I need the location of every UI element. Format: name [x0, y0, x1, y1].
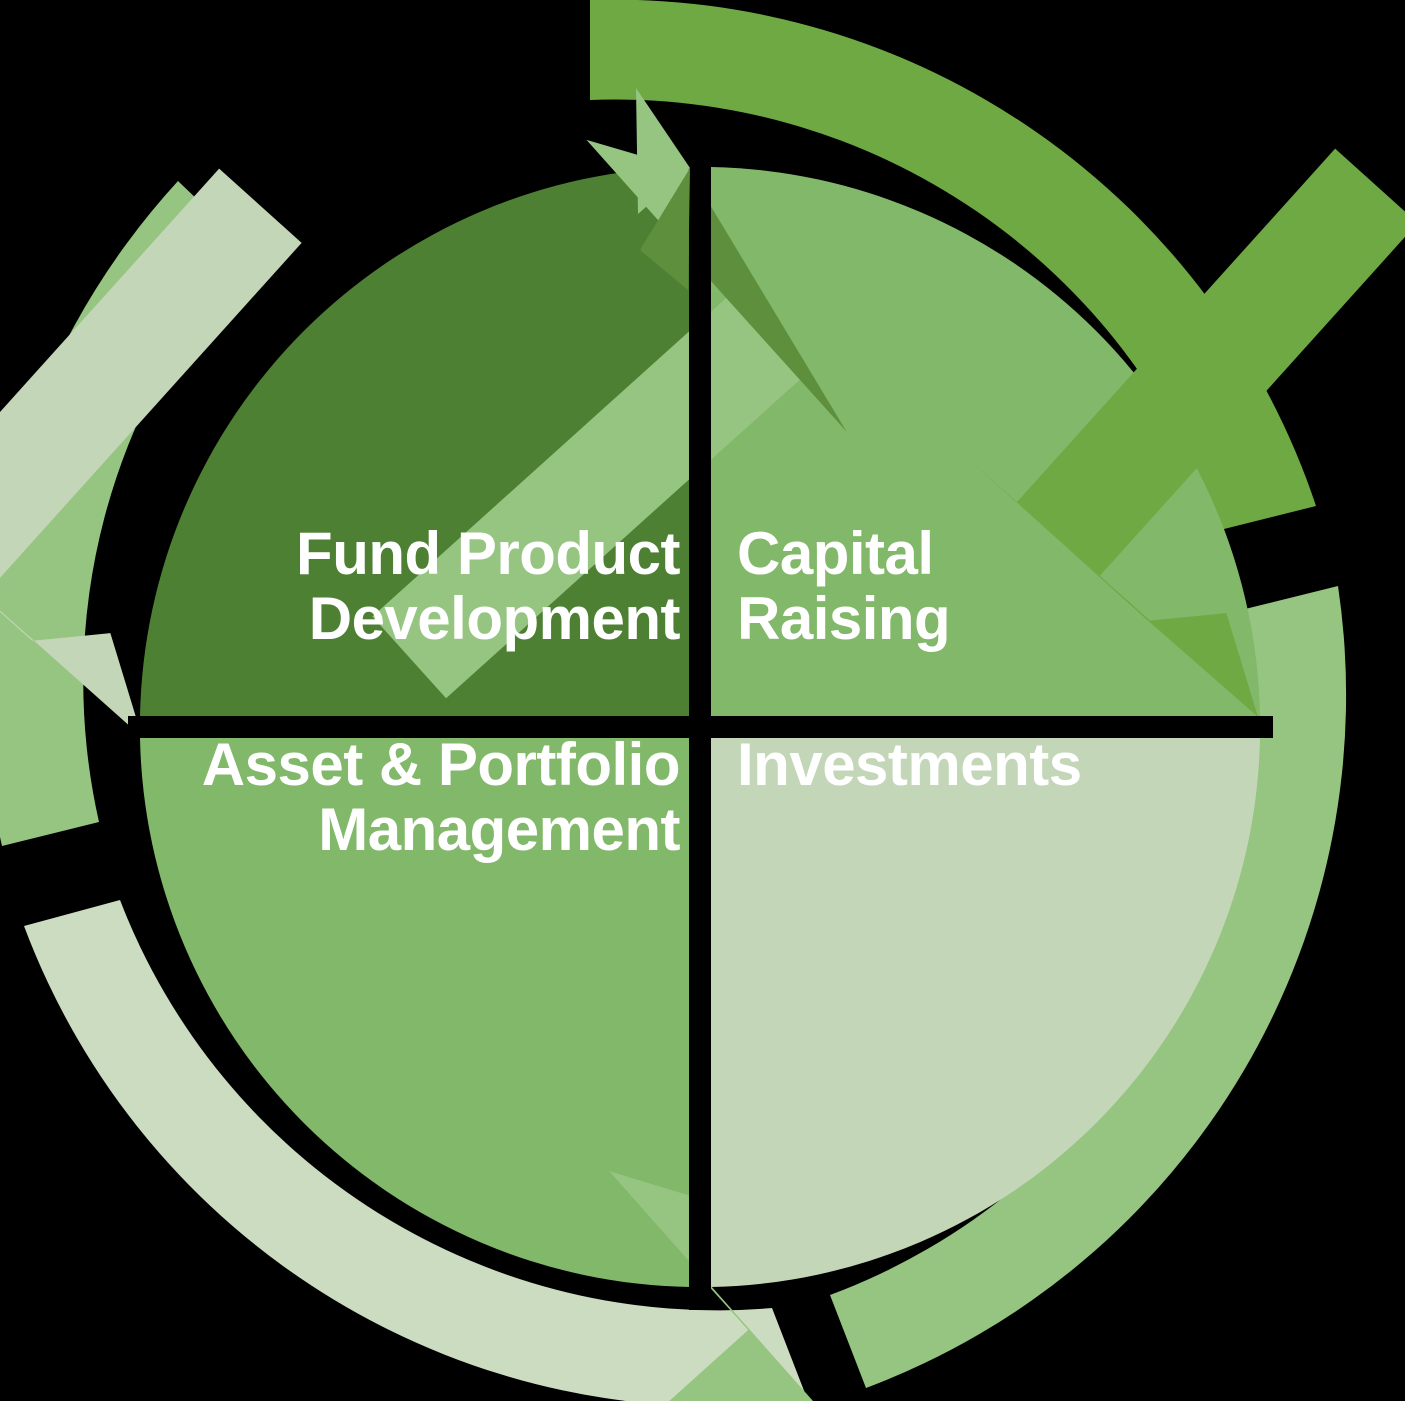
- quadrant-asset-portfolio-management[interactable]: [140, 738, 689, 1287]
- arrow-right-head-group: [965, 148, 1405, 717]
- arrow-right-ring-arc: [830, 586, 1347, 1388]
- arrow-top-head: [372, 139, 847, 699]
- arrow-top-head-overlap: [680, 170, 847, 432]
- arrow-top-head-group: [372, 139, 847, 699]
- arrow-left-head-group: [0, 168, 302, 737]
- quadrant-capital-raising[interactable]: [711, 167, 1260, 716]
- arrow-right-head: [965, 148, 1405, 717]
- arrow-top-ring-group: [590, 0, 1316, 530]
- arrow-left-ring-arc: [0, 181, 250, 846]
- arrow-top-tip-overlay-dark: [640, 168, 690, 290]
- arrow-left-ring-group: [0, 181, 250, 846]
- arrow-top-tip-overlay: [636, 88, 690, 214]
- quadrant-investments[interactable]: [711, 738, 1260, 1287]
- arrow-top-ring-arc: [590, 0, 1316, 530]
- arrow-right-ring-group: [830, 586, 1347, 1388]
- quadrant-gutter-cross: [128, 150, 1273, 1310]
- arrow-tip-overlays: [636, 88, 690, 290]
- arrow-left-head: [0, 168, 302, 737]
